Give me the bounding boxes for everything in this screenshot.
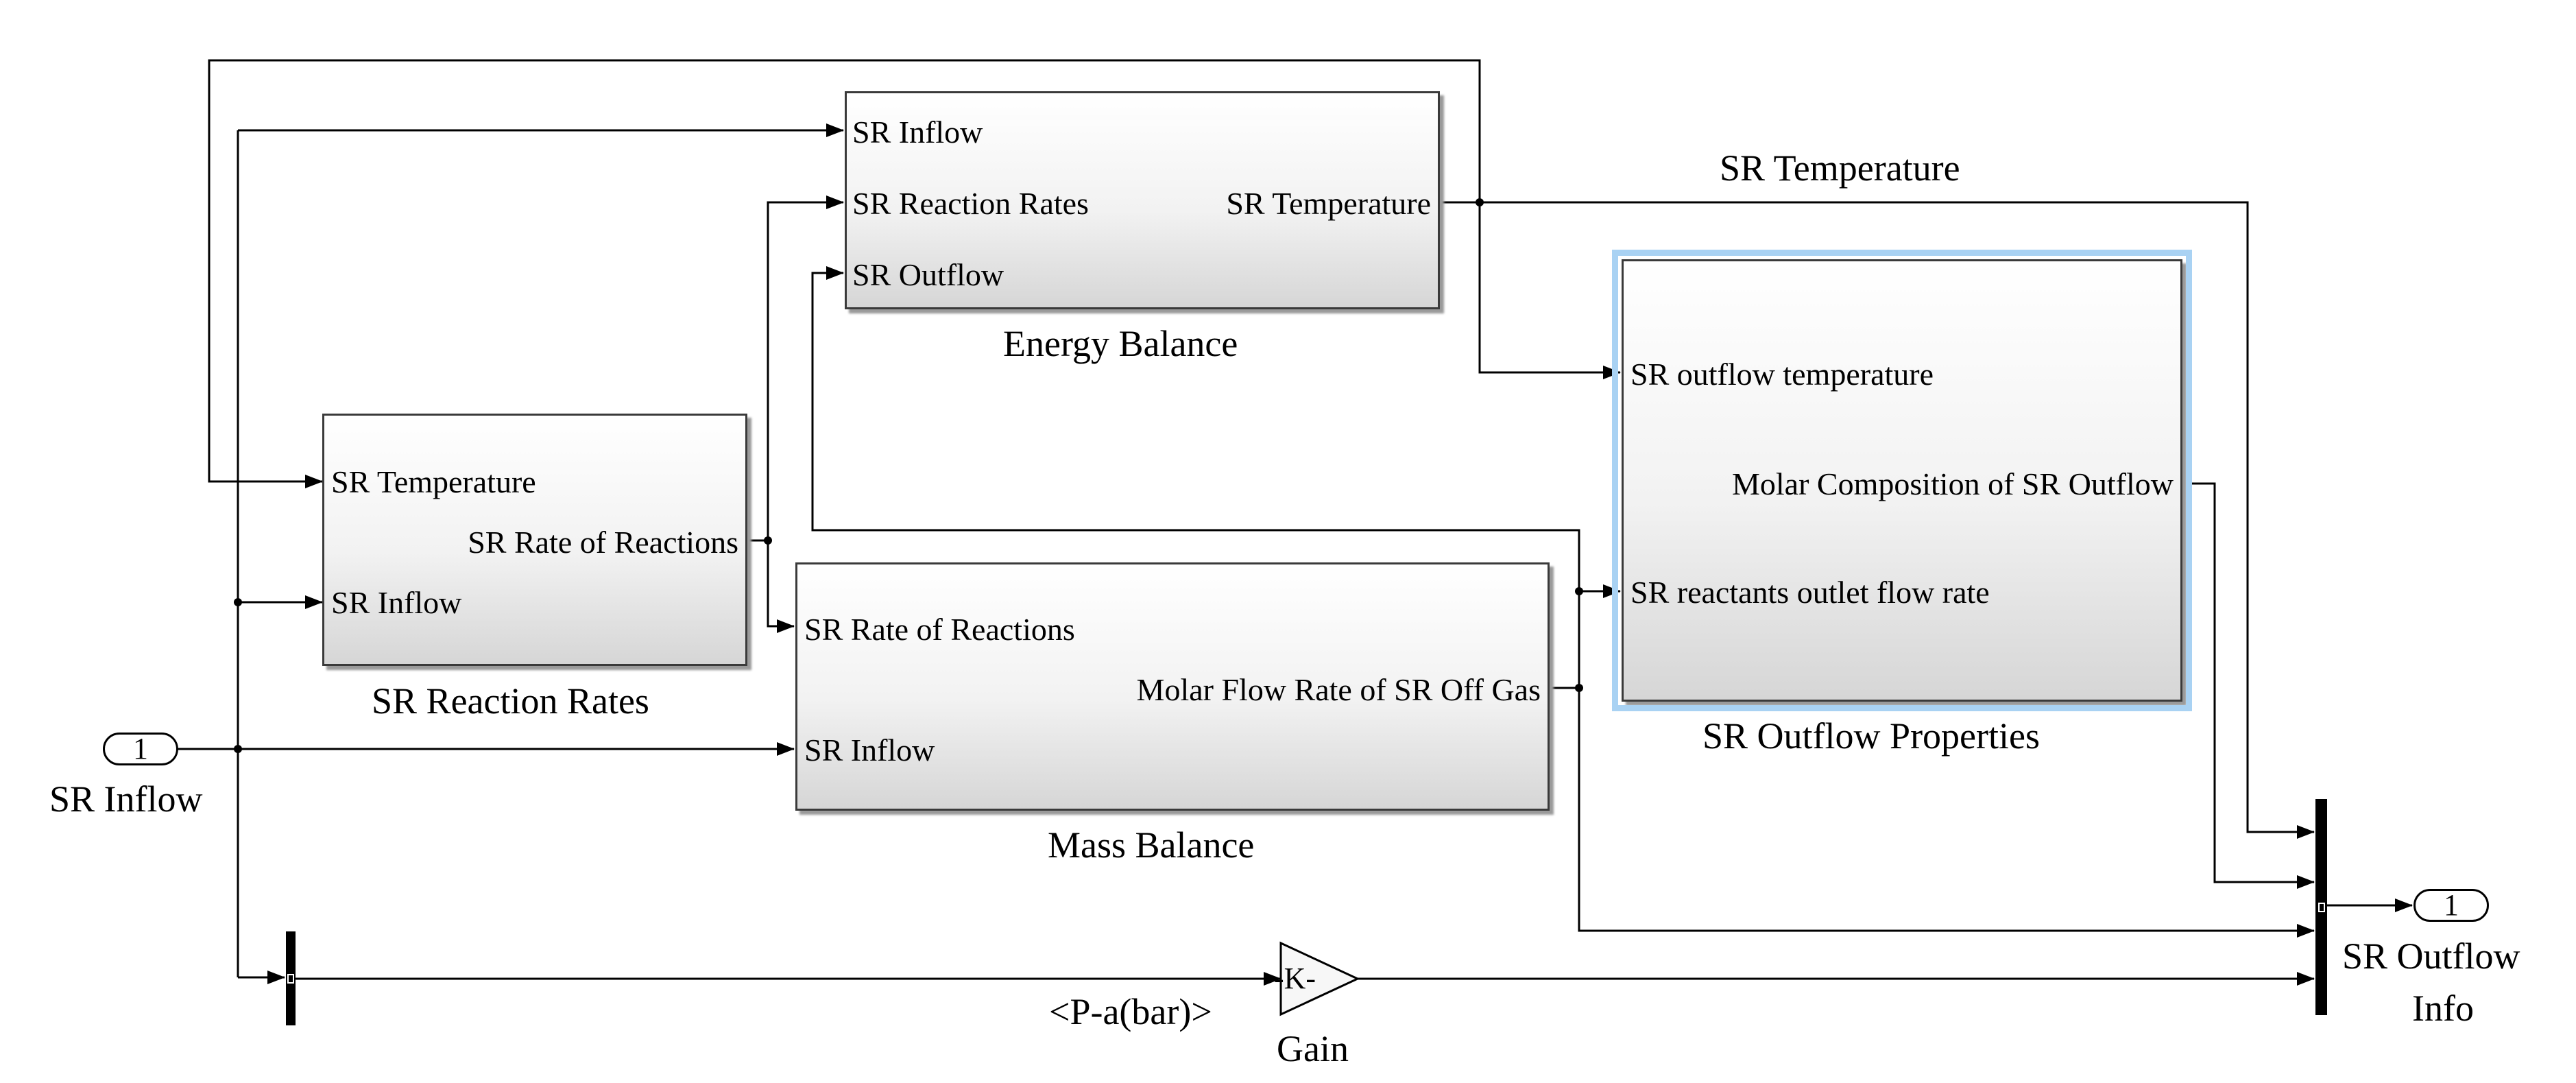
gain-block	[1279, 941, 1360, 1016]
bus-creator-bar[interactable]	[2315, 799, 2327, 1015]
wire-rates-trunk	[767, 195, 844, 540]
port-sr-temperature-in: SR Temperature	[331, 464, 536, 499]
energy-balance-label: Energy Balance	[1003, 323, 1238, 364]
wire-mass-outflow-loop	[811, 266, 1580, 591]
branch-dot	[764, 536, 772, 545]
branch-dot	[1476, 198, 1484, 206]
port-sr-reaction-rates: SR Reaction Rates	[852, 186, 1089, 221]
outflow-properties-label: SR Outflow Properties	[1702, 715, 2040, 757]
port-sr-inflow: SR Inflow	[852, 115, 983, 150]
port-molar-composition-out: Molar Composition of SR Outflow	[1731, 466, 2174, 501]
outflow-properties-block[interactable]: SR outflow temperature Molar Composition…	[1612, 250, 2192, 711]
gain-label: Gain	[1277, 1028, 1349, 1069]
wire-molar-bus	[2186, 482, 2315, 889]
outport-1[interactable]: 1	[2414, 889, 2489, 922]
branch-dot	[234, 745, 242, 753]
wire-temp-bus	[1440, 201, 2315, 839]
port-sr-reactants-outlet-flow-rate: SR reactants outlet flow rate	[1630, 575, 1990, 610]
port-sr-inflow: SR Inflow	[331, 585, 462, 620]
pressure-selector-bar[interactable]	[286, 931, 296, 1025]
port-sr-rate-of-reactions-out: SR Rate of Reactions	[468, 525, 738, 560]
branch-dot	[1575, 587, 1583, 595]
wire-rates-mass	[747, 539, 795, 633]
signal-label-temperature: SR Temperature	[1720, 147, 1960, 189]
bar-marker	[287, 973, 294, 984]
branch-dot	[234, 598, 242, 606]
port-sr-outflow: SR Outflow	[852, 257, 1004, 292]
outport-label-line2: Info	[2412, 988, 2474, 1029]
port-sr-rate-of-reactions-in: SR Rate of Reactions	[804, 612, 1075, 647]
signal-label-pressure: <P-a(bar)>	[1049, 991, 1212, 1032]
wire-temp-outflow	[1478, 202, 1621, 379]
inport-label: SR Inflow	[49, 778, 203, 820]
port-sr-inflow: SR Inflow	[804, 733, 935, 767]
mass-balance-block[interactable]: SR Rate of Reactions Molar Flow Rate of …	[795, 562, 1550, 811]
port-sr-temperature-out: SR Temperature	[1226, 186, 1431, 221]
inport-1[interactable]: 1	[103, 733, 178, 765]
reaction-rates-block[interactable]: SR Temperature SR Rate of Reactions SR I…	[322, 414, 747, 666]
wire-temp-loop	[208, 59, 1481, 488]
branch-dot	[1575, 684, 1583, 692]
wire-mass-bus	[1578, 688, 2315, 938]
energy-balance-block[interactable]: SR Inflow SR Reaction Rates SR Outflow S…	[845, 91, 1440, 309]
mass-balance-label: Mass Balance	[1048, 824, 1255, 866]
port-sr-outflow-temperature: SR outflow temperature	[1630, 357, 1934, 392]
wire-mass-reactants	[1578, 584, 1621, 688]
port-molar-flow-rate-out: Molar Flow Rate of SR Off Gas	[1136, 672, 1541, 707]
gain-symbol: -K-	[1274, 962, 1316, 995]
outport-label-line1: SR Outflow	[2342, 936, 2520, 977]
reaction-rates-label: SR Reaction Rates	[372, 680, 649, 722]
bar-marker	[2318, 902, 2325, 912]
